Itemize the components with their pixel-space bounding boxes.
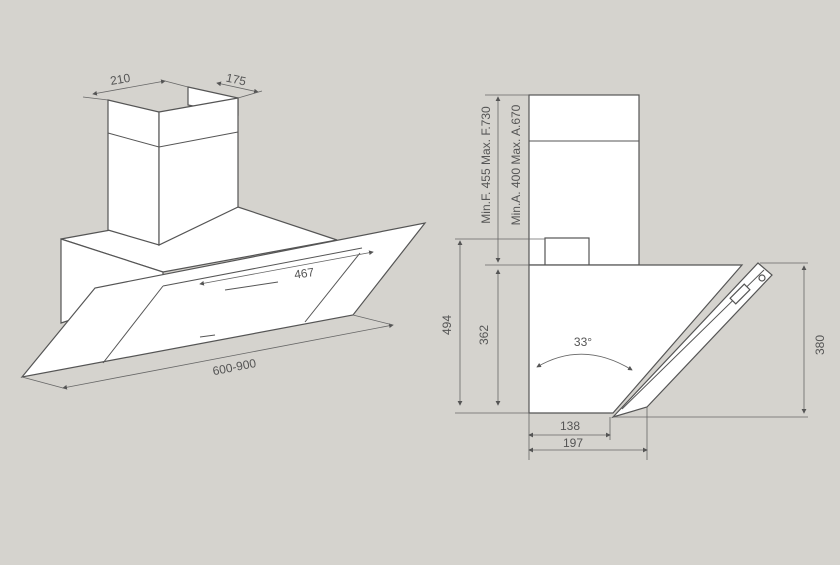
total-depth-label: 197 xyxy=(563,436,583,450)
isometric-view: 210 175 467 600-900 xyxy=(20,71,427,390)
chimney-depth-label: 175 xyxy=(225,71,248,89)
chimney-left-face xyxy=(107,99,160,246)
control-width-label: 467 xyxy=(293,265,315,282)
glass-height-label: 380 xyxy=(813,335,827,355)
chimney-height-air-label: Min.A. 400 Max. A.670 xyxy=(509,104,523,225)
outlet-box xyxy=(544,237,590,266)
total-body-height-label: 494 xyxy=(440,315,454,335)
tilt-angle-label: 33° xyxy=(574,335,592,349)
tilt-angle-arc xyxy=(536,353,633,371)
chimney-width-label: 210 xyxy=(109,71,131,88)
side-view: Min.F. 455 Max. F.730 Min.A. 400 Max. A.… xyxy=(440,94,827,460)
chimney-right-face xyxy=(158,97,239,246)
chimney-height-filter-label: Min.F. 455 Max. F.730 xyxy=(479,106,493,224)
hood-width-label: 600-900 xyxy=(211,356,257,378)
body-height-label: 362 xyxy=(477,325,491,345)
bottom-depth-label: 138 xyxy=(560,419,580,433)
